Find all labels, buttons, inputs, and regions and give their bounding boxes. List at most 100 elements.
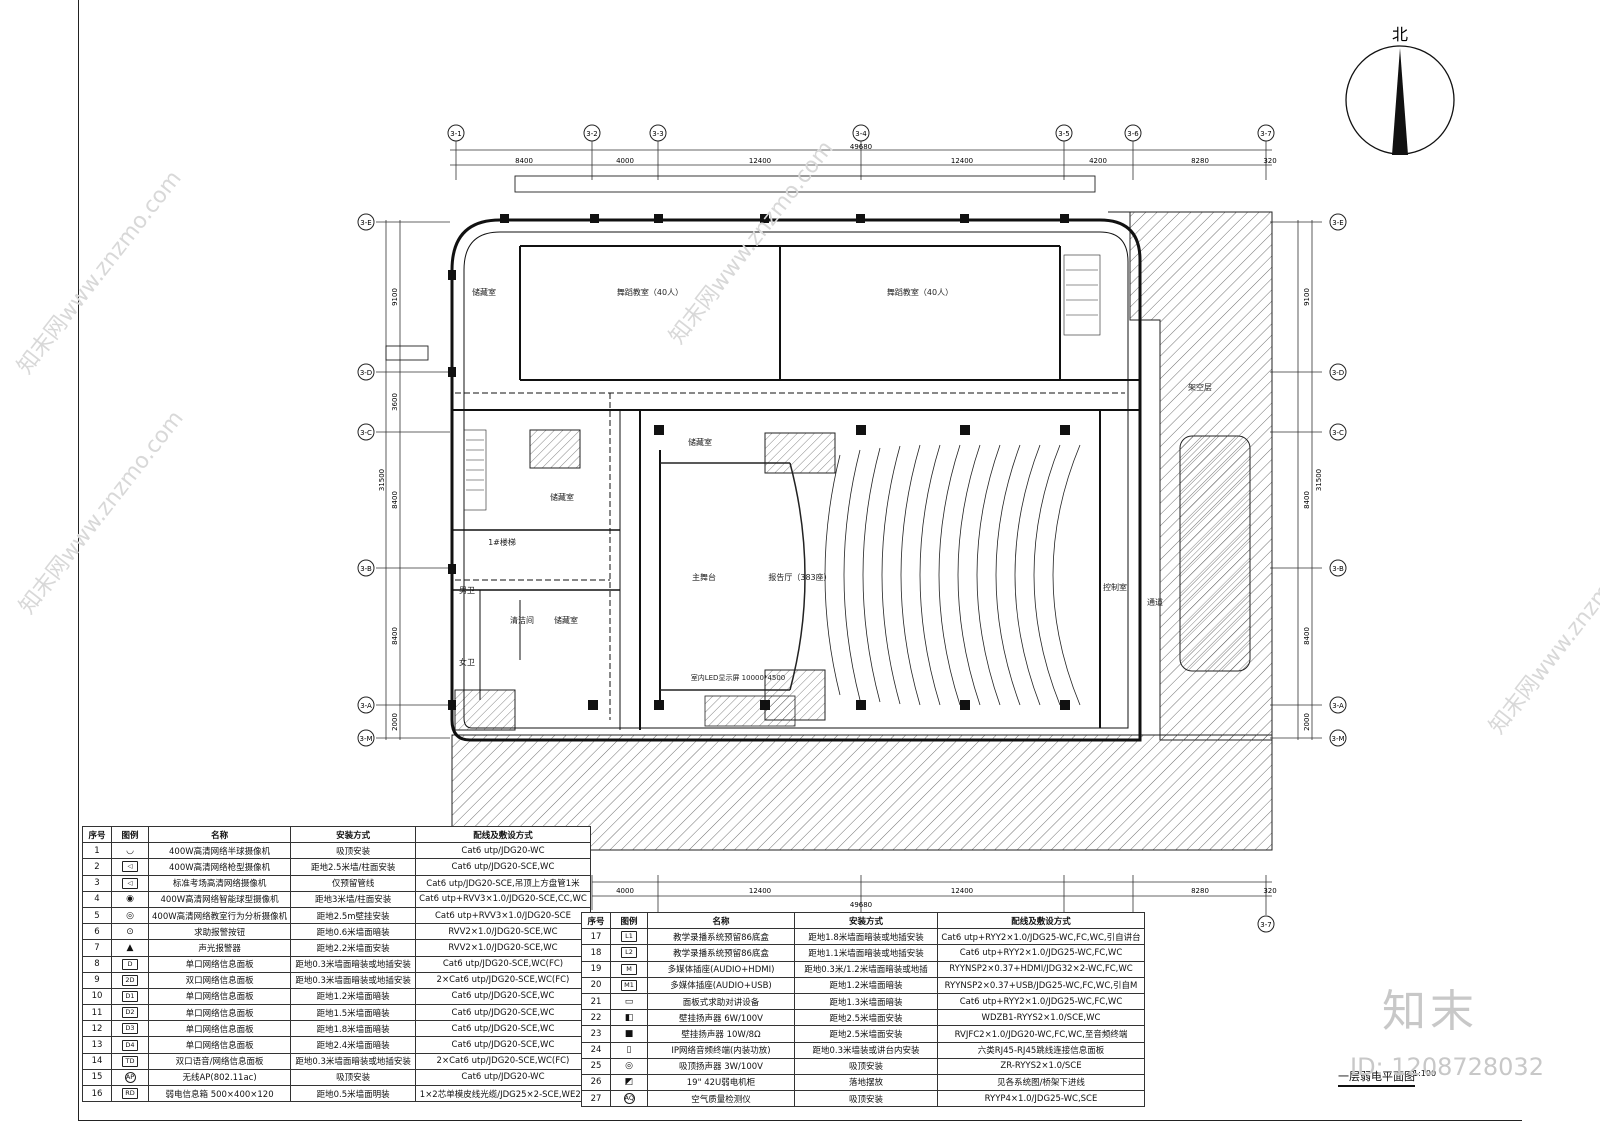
row-no: 24 <box>581 1041 611 1059</box>
columns <box>448 214 1070 710</box>
row-install: 吸顶安装 <box>290 1068 417 1087</box>
axis-grid-bottom <box>591 875 1272 915</box>
row-install: 吸顶安装 <box>290 842 417 860</box>
axis-left-c: 3-C <box>360 429 372 437</box>
dim-right-4: 2000 <box>1303 713 1311 731</box>
row-wiring: RYYNSP2×0.37+USB/JDG25-WC,FC,WC,引自M <box>937 976 1145 994</box>
axis-left-a: 3-A <box>360 702 372 710</box>
table-row: 15 AP 无线AP(802.11ac) 吸顶安装 Cat6 utp/JDG20… <box>82 1068 591 1087</box>
room-toilet-m: 男卫 <box>459 586 475 595</box>
table-row: 26 ◩ 19" 42U弱电机柜 落地摆放 见各系统图/桥架下进线 <box>581 1073 1145 1092</box>
row-install: 距地1.8米墙面暗装 <box>290 1020 417 1038</box>
row-no: 19 <box>581 960 611 978</box>
network-outlet-icon: D <box>122 958 138 970</box>
row-wiring: WDZB1-RYYS2×1.0/SCE,WC <box>937 1009 1145 1027</box>
dim-left-4: 8400 <box>391 627 399 645</box>
row-install: 距地2.4米墙面暗装 <box>290 1036 417 1054</box>
row-install: 距地0.3米墙面暗装或地插安装 <box>290 1052 417 1070</box>
recording-box-l1-icon: L1 <box>621 931 637 943</box>
row-wiring: RVV2×1.0/JDG20-SCE,WC <box>415 939 591 957</box>
row-no: 8 <box>82 955 112 973</box>
exam-camera-icon: ◁ <box>122 877 138 889</box>
axis-grid-right <box>1270 220 1322 740</box>
row-name: 声光报警器 <box>147 939 292 957</box>
table-row: 10 D1 单口网络信息面板 距地1.2米墙面暗装 Cat6 utp/JDG20… <box>82 987 591 1006</box>
dim-top-1: 8400 <box>515 157 533 165</box>
axis-grid-left <box>376 220 450 740</box>
table-row: 5 ◎ 400W高清网络教室行为分析摄像机 距地2.5m壁挂安装 Cat6 ut… <box>82 906 591 925</box>
cable-trays <box>455 392 1125 720</box>
network-outlet-d1-icon: D1 <box>122 990 138 1002</box>
row-no: 27 <box>581 1090 611 1108</box>
table-row: 11 D2 单口网络信息面板 距地1.5米墙面暗装 Cat6 utp/JDG20… <box>82 1004 591 1022</box>
row-wiring: Cat6 utp/JDG20-SCE,WC <box>415 1004 591 1022</box>
row-wiring: 见各系统图/桥架下进线 <box>937 1073 1145 1092</box>
row-name: 单口网络信息面板 <box>147 955 292 973</box>
axis-right-d: 3-D <box>1332 369 1344 377</box>
network-outlet-d2-icon: D2 <box>122 1007 138 1019</box>
row-install: 落地摆放 <box>794 1073 938 1092</box>
ptz-camera-icon: ◉ <box>126 894 134 905</box>
row-name: 求助报警按钮 <box>147 923 292 941</box>
row-wiring: RYYNSP2×0.37+HDMI/JDG32×2-WC,FC,WC <box>937 960 1145 978</box>
drawing-frame <box>78 0 1522 1121</box>
network-outlet-d3-icon: D3 <box>122 1023 138 1035</box>
axis-right-b: 3-B <box>1332 565 1344 573</box>
row-wiring: Cat6 utp/JDG20-SCE,WC(FC) <box>415 955 591 973</box>
row-wiring: Cat6 utp/JDG20-SCE,WC <box>415 858 591 876</box>
row-no: 6 <box>82 923 112 941</box>
dim-top-2: 4000 <box>616 157 634 165</box>
dim-left-2: 3600 <box>391 393 399 411</box>
row-name: 面板式求助对讲设备 <box>647 992 795 1011</box>
room-storage-nw: 储藏室 <box>472 287 496 297</box>
row-install: 距地0.5米墙面明装 <box>290 1084 417 1103</box>
room-control: 控制室 <box>1103 582 1127 592</box>
header-wiring: 配线及敷设方式 <box>415 825 591 844</box>
wall-speaker-8ohm-icon: ■ <box>624 1028 634 1039</box>
axis-top-3: 3-3 <box>652 130 663 138</box>
table-row: 13 D4 单口网络信息面板 距地2.4米墙面暗装 Cat6 utp/JDG20… <box>82 1036 591 1054</box>
dim-top-3: 12400 <box>749 157 771 165</box>
row-name: 吸顶扬声器 3W/100V <box>647 1057 795 1075</box>
dim-bottom-2: 12400 <box>749 887 771 895</box>
row-install: 吸顶安装 <box>794 1090 938 1108</box>
alarm-icon: ▲ <box>126 942 134 953</box>
row-name: 教学录播系统预留86底盒 <box>647 944 795 962</box>
dim-left-1: 9100 <box>391 288 399 306</box>
row-no: 5 <box>82 906 112 925</box>
row-name: 单口网络信息面板 <box>147 987 292 1006</box>
north-label: 北 <box>1392 25 1408 44</box>
network-outlet-d4-icon: D4 <box>122 1039 138 1051</box>
row-name: 壁挂扬声器 6W/100V <box>647 1009 795 1027</box>
dims-left: 9100 3600 8400 8400 2000 31500 <box>378 288 399 731</box>
table-row: 24 ▯ IP网络音频终端(内装功放) 距地0.3米墙装或讲台内安装 六类RJ4… <box>581 1041 1145 1059</box>
axis-top-5: 3-5 <box>1058 130 1069 138</box>
air-quality-sensor-icon: AQ <box>623 1093 635 1105</box>
row-install: 距地1.2米墙面暗装 <box>290 987 417 1006</box>
row-no: 25 <box>581 1057 611 1075</box>
row-name: IP网络音频终端(内装功放) <box>647 1041 795 1059</box>
row-no: 22 <box>581 1009 611 1027</box>
stairs <box>463 254 1101 511</box>
row-name: 无线AP(802.11ac) <box>147 1068 292 1087</box>
hatched-areas <box>451 211 1273 851</box>
dim-right-3: 8400 <box>1303 627 1311 645</box>
room-toilet-f: 女卫 <box>459 657 475 667</box>
row-no: 15 <box>82 1068 112 1087</box>
row-name: 双口语音/网络信息面板 <box>147 1052 292 1070</box>
row-install: 距地0.3米墙装或讲台内安装 <box>794 1041 938 1059</box>
dim-top-5: 4200 <box>1089 157 1107 165</box>
server-rack-icon: ◩ <box>624 1077 634 1088</box>
dim-right-total: 31500 <box>1315 469 1323 491</box>
row-no: 21 <box>581 992 611 1011</box>
row-no: 9 <box>82 971 112 989</box>
row-install: 距地2.2米墙面安装 <box>290 939 417 957</box>
dim-bottom-total: 49680 <box>850 901 872 909</box>
row-install: 距地1.2米墙面暗装 <box>794 976 938 994</box>
dual-network-outlet-icon: 2D <box>122 974 138 986</box>
dims-right: 9100 8400 8400 2000 31500 <box>1303 288 1323 731</box>
row-install: 距地0.3米墙面暗装或地插安装 <box>290 955 417 973</box>
axis-bubbles-top: 3-1 3-2 3-3 3-4 3-5 3-6 3-7 <box>447 124 1275 142</box>
axis-left-m: 3-M <box>359 735 372 743</box>
table-row: 20 M1 多媒体插座(AUDIO+USB) 距地1.2米墙面暗装 RYYNSP… <box>581 976 1145 994</box>
